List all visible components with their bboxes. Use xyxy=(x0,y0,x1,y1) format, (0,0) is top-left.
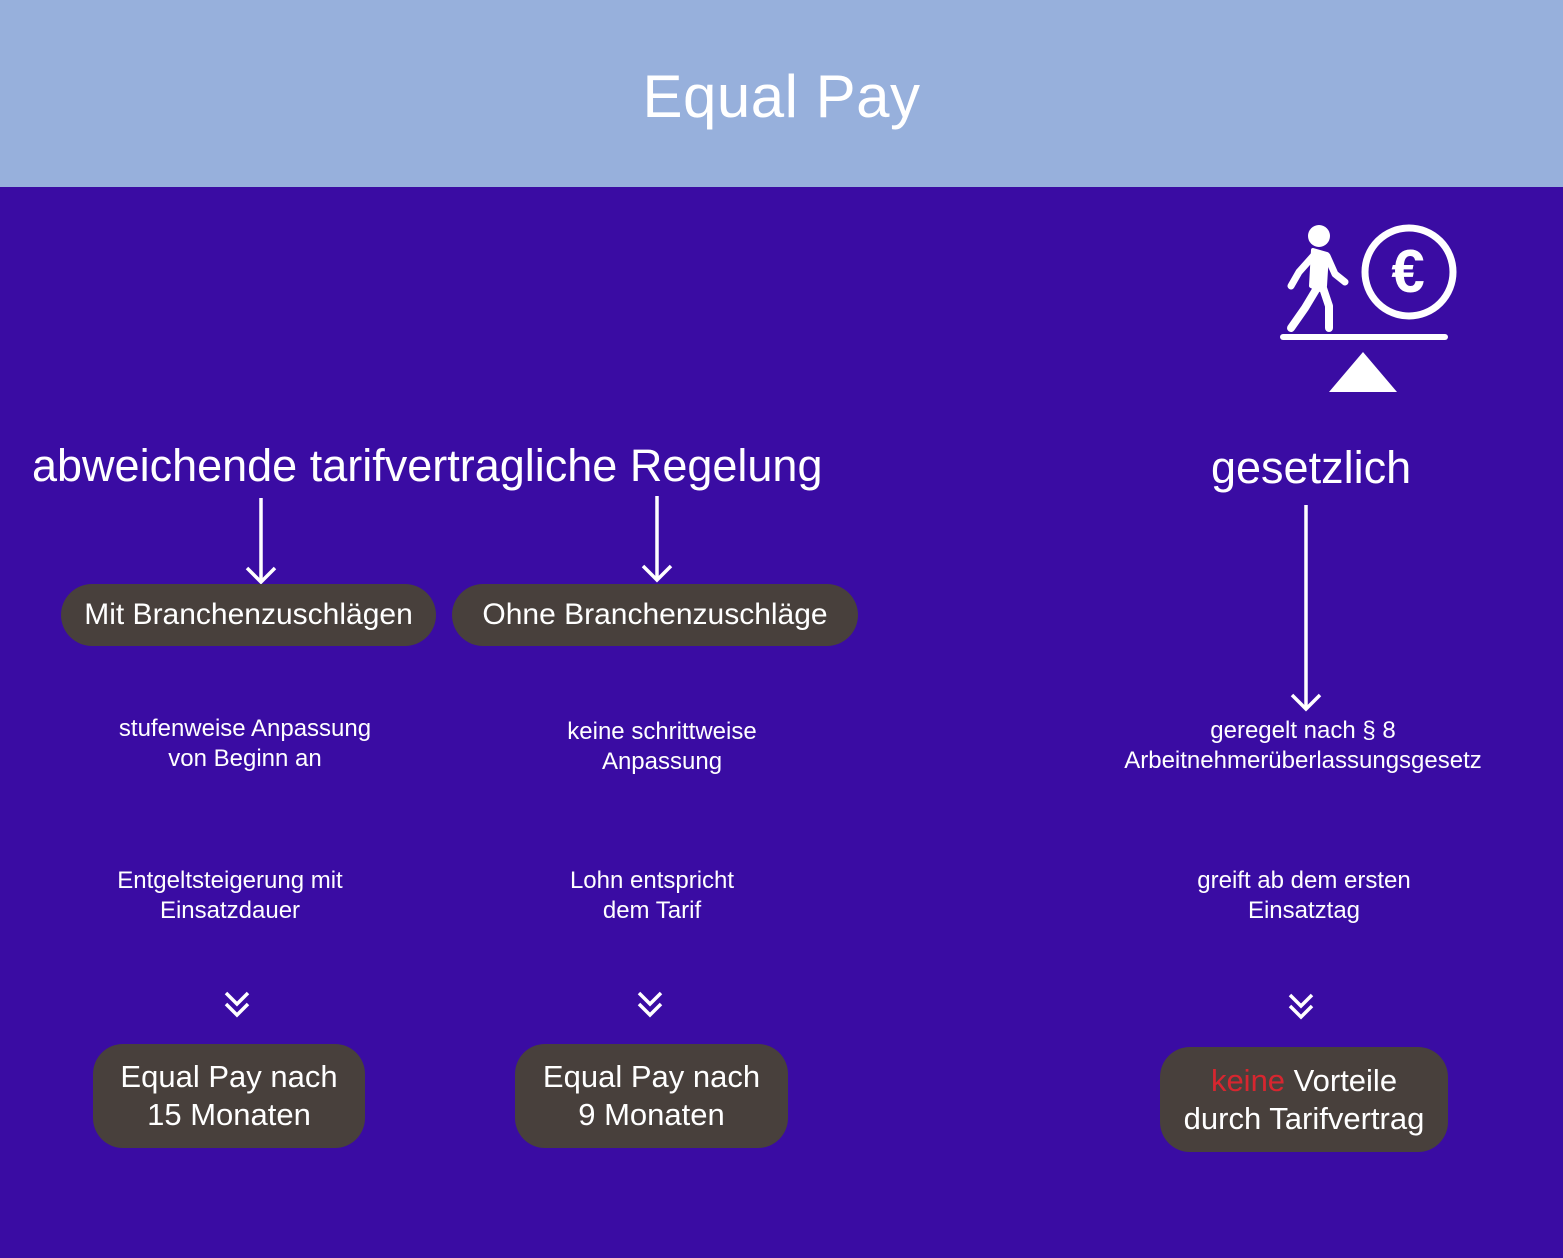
walking-person-icon xyxy=(1287,225,1349,332)
text-no-stepwise-adjustment: keine schrittweise Anpassung xyxy=(512,717,812,777)
text-wage-matches-tariff: Lohn entspricht dem Tarif xyxy=(502,866,802,926)
arrow-down-icon xyxy=(1290,505,1322,712)
text-line: Einsatzdauer xyxy=(159,897,301,924)
result-line: Equal Pay nach xyxy=(120,1059,338,1094)
double-chevron-down-icon xyxy=(637,991,663,1018)
arrow-down-icon xyxy=(641,496,673,583)
text-gradual-adjustment: stufenweise Anpassung von Beginn an xyxy=(80,714,410,774)
pill-without-industry-surcharges: Ohne Branchenzuschläge xyxy=(452,584,858,646)
text-line: Lohn entspricht xyxy=(569,867,735,894)
double-chevron-down-icon xyxy=(1288,993,1314,1020)
result-line: Equal Pay nach xyxy=(542,1059,761,1094)
result-equal-pay-15-months: Equal Pay nach 15 Monaten xyxy=(93,1044,365,1148)
worker-euro-balance-icon: € xyxy=(1280,224,1457,392)
text-regulated-by-law: geregelt nach § 8 Arbeitnehmerüberlassun… xyxy=(1093,716,1513,776)
header-banner: Equal Pay xyxy=(0,0,1563,187)
arrow-down-icon xyxy=(245,498,277,585)
text-line: Einsatztag xyxy=(1247,897,1361,924)
result-equal-pay-9-months: Equal Pay nach 9 Monaten xyxy=(515,1044,788,1148)
heading-legal: gesetzlich xyxy=(1211,442,1412,493)
euro-coin-icon: € xyxy=(1361,224,1457,320)
text-pay-increase: Entgeltsteigerung mit Einsatzdauer xyxy=(70,866,390,926)
text-line: Entgeltsteigerung mit xyxy=(117,867,343,894)
pill-with-industry-surcharges: Mit Branchenzuschlägen xyxy=(61,584,436,646)
text-line: Anpassung xyxy=(601,748,723,775)
result-no-advantages: keine Vorteile durch Tarifvertrag xyxy=(1160,1047,1448,1152)
text-line: dem Tarif xyxy=(602,897,702,924)
heading-tariff-regulation: abweichende tarifvertragliche Regelung xyxy=(32,440,823,491)
svg-text:€: € xyxy=(1391,238,1424,305)
accent-word: keine xyxy=(1210,1062,1286,1098)
text-line: von Beginn an xyxy=(168,745,322,772)
page-title: Equal Pay xyxy=(642,63,921,130)
text-line: keine schrittweise xyxy=(567,718,757,745)
result-line: 9 Monaten xyxy=(578,1097,725,1132)
result-line-rest: Vorteile xyxy=(1285,1062,1398,1098)
result-line: durch Tarifvertrag xyxy=(1183,1100,1425,1136)
text-line: geregelt nach § 8 xyxy=(1210,717,1396,744)
balance-fulcrum xyxy=(1329,352,1397,392)
text-line: Arbeitnehmerüberlassungsgesetz xyxy=(1124,747,1482,774)
text-line: greift ab dem ersten xyxy=(1197,867,1411,894)
text-line: stufenweise Anpassung xyxy=(118,715,372,742)
result-line: keine Vorteile xyxy=(1211,1062,1397,1100)
result-line: 15 Monaten xyxy=(147,1097,311,1132)
text-applies-from-first-day: greift ab dem ersten Einsatztag xyxy=(1134,866,1474,926)
double-chevron-down-icon xyxy=(224,991,250,1018)
